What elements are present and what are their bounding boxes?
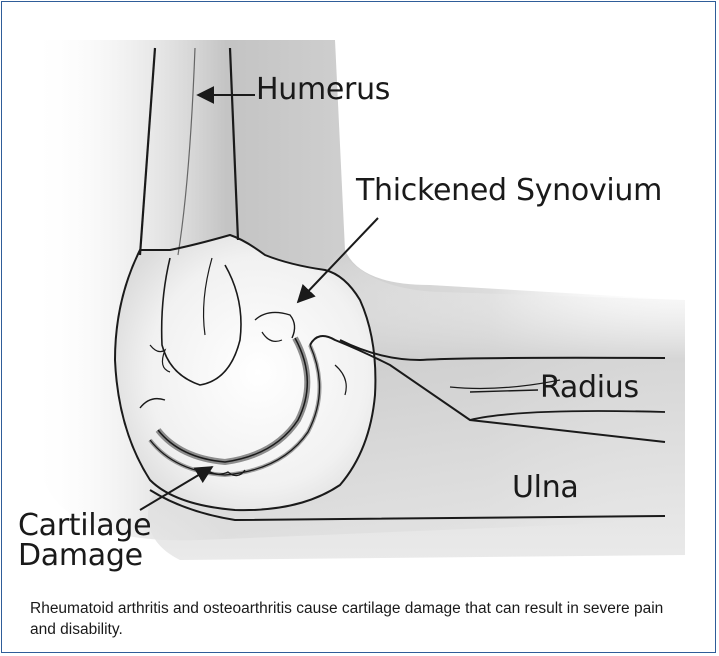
thickened-synovium	[115, 235, 375, 510]
radius-label: Radius	[540, 373, 639, 403]
cartilage-label: Cartilage	[18, 511, 151, 541]
thickened-synovium-label: Thickened Synovium	[356, 176, 662, 206]
ulna-label: Ulna	[512, 473, 579, 503]
figure-caption: Rheumatoid arthritis and osteoarthritis …	[30, 598, 680, 640]
damage-label: Damage	[18, 541, 143, 571]
humerus-label: Humerus	[256, 75, 390, 105]
